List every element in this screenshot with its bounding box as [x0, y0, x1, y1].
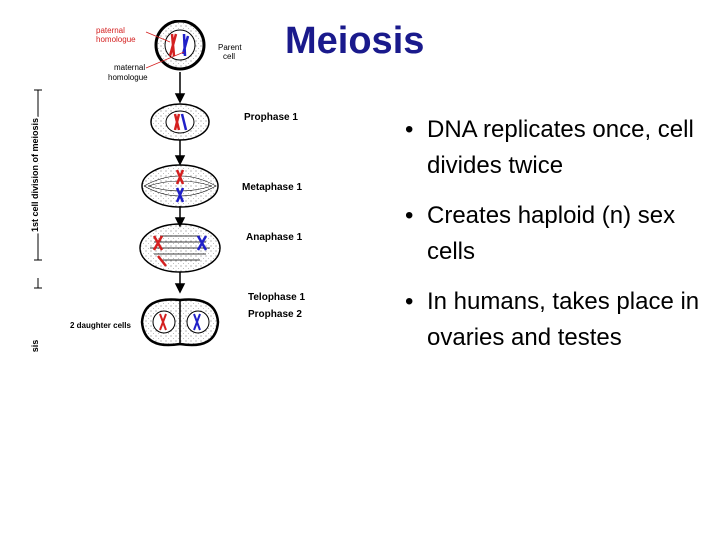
- bullet-dot: •: [405, 116, 414, 143]
- slide-title: Meiosis: [285, 20, 425, 62]
- bullet-item: • In humans, takes place in ovaries and …: [405, 284, 705, 356]
- side-bracket: 1st cell division of meiosis sis: [28, 89, 42, 353]
- prophase1-cell: [150, 103, 210, 141]
- svg-text:Parent cell: Parent cell: [218, 43, 244, 61]
- stage-arrows: [174, 72, 186, 294]
- svg-text:paternal homologue: paternal homologue: [96, 26, 136, 44]
- bullet-item: • Creates haploid (n) sex cells: [405, 198, 705, 270]
- bullet-item: • DNA replicates once, cell divides twic…: [405, 112, 705, 184]
- prophase2-label: Prophase 2: [248, 309, 302, 320]
- prophase1-label: Prophase 1: [244, 112, 298, 123]
- maternal-label-2: homologue: [108, 73, 148, 82]
- bullet-dot: •: [405, 202, 414, 229]
- parent-label-1: Parent: [218, 43, 242, 52]
- paternal-label-2: homologue: [96, 35, 136, 44]
- meiosis-diagram: 1st cell division of meiosis sis paterna…: [28, 20, 305, 353]
- maternal-label-1: maternal: [114, 63, 145, 72]
- side-label-2: sis: [30, 340, 40, 353]
- parent-cell: [154, 20, 206, 71]
- telophase1-label: Telophase 1: [248, 292, 305, 303]
- bullet-list: • DNA replicates once, cell divides twic…: [405, 112, 705, 370]
- bullet-text: In humans, takes place in ovaries and te…: [427, 288, 700, 351]
- bullet-text: Creates haploid (n) sex cells: [427, 202, 676, 265]
- metaphase1-cell: [141, 164, 219, 208]
- anaphase1-cell: [139, 223, 221, 273]
- bullet-dot: •: [405, 288, 414, 315]
- bullet-text: DNA replicates once, cell divides twice: [427, 116, 694, 179]
- parent-label-2: cell: [223, 52, 235, 61]
- daughters-label: 2 daughter cells: [70, 321, 131, 330]
- paternal-label-1: paternal: [96, 26, 125, 35]
- metaphase1-label: Metaphase 1: [242, 182, 302, 193]
- svg-text:maternal homologue: maternal homologue: [108, 63, 148, 82]
- side-label: 1st cell division of meiosis: [30, 118, 40, 232]
- anaphase1-label: Anaphase 1: [246, 232, 303, 243]
- telophase1-cells: [140, 298, 220, 347]
